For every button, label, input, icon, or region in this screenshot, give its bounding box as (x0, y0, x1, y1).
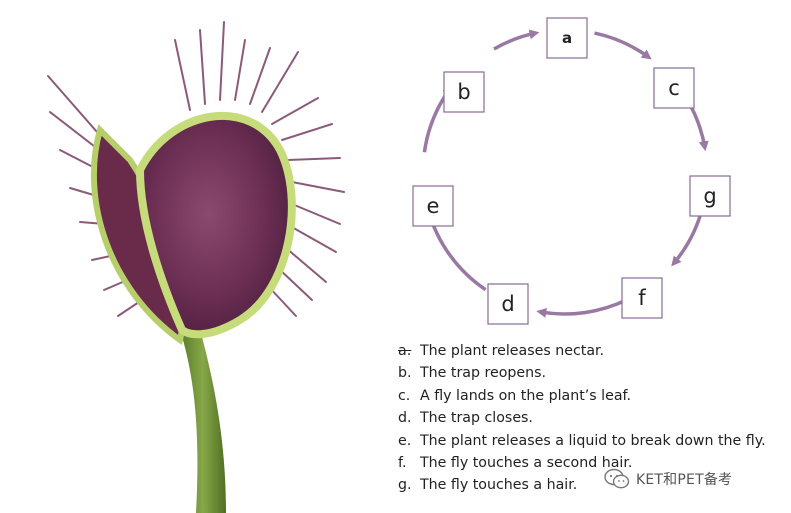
cycle-nodes: a c g f d e b (412, 17, 731, 325)
step-item: a. The plant releases nectar. (398, 340, 766, 362)
node-box (621, 277, 663, 319)
node-box (412, 185, 454, 227)
step-list: a. The plant releases nectar. b. The trap r… (398, 340, 766, 497)
cycle-node-f: f (621, 277, 663, 319)
step-letter: a. (398, 343, 412, 359)
step-item: c. A fly lands on the plant’s leaf. (398, 385, 766, 407)
wechat-icon (604, 468, 630, 489)
venus-flytrap-image (47, 21, 345, 513)
node-box (653, 67, 695, 109)
plant-stem (180, 322, 226, 513)
step-text: The trap closes. (420, 410, 533, 427)
cycle-arrow (594, 31, 652, 60)
watermark: KET和PET备考 (604, 466, 732, 492)
step-letter: b. (398, 365, 412, 382)
step-text: The fly touches a second hair. (420, 455, 633, 472)
cycle-node-d: d (487, 283, 529, 325)
node-box (487, 283, 529, 325)
plant-front-lobe (135, 112, 296, 339)
cycle-node-c: c (653, 67, 695, 109)
node-box (443, 71, 485, 113)
step-item: f. The fly touches a second hair. (398, 452, 766, 474)
node-box (689, 175, 731, 217)
step-letter: c. (398, 387, 411, 404)
step-item: b. The trap reopens. (398, 362, 766, 384)
cycle-arrow (493, 29, 540, 51)
cycle-arrow (536, 298, 628, 318)
node-label: a (562, 29, 572, 47)
step-text: A fly lands on the plant’s leaf. (420, 387, 632, 404)
node-label: d (501, 292, 514, 316)
step-text: The trap reopens. (420, 365, 547, 382)
node-label: e (427, 194, 440, 218)
watermark-text: KET和PET备考 (636, 472, 733, 488)
step-letter: f. (398, 455, 407, 472)
step-letter: e. (398, 432, 412, 449)
cycle-node-b: b (443, 71, 485, 113)
node-box (546, 17, 588, 59)
step-item: g. The fly touches a hair. (398, 474, 766, 496)
step-letter: d. (398, 410, 412, 427)
node-label: g (703, 184, 716, 208)
node-label: b (457, 80, 470, 104)
step-text: The plant releases a liquid to break dow… (420, 432, 766, 449)
node-label: c (668, 76, 680, 100)
step-letter: g. (398, 477, 412, 494)
cycle-node-a: a (546, 17, 588, 59)
cycle-node-g: g (689, 175, 731, 217)
step-text: The fly touches a hair. (420, 477, 578, 494)
step-item: d. The trap closes. (398, 407, 766, 429)
step-item: e. The plant releases a liquid to break d… (398, 430, 766, 452)
cycle-node-e: e (412, 185, 454, 227)
node-label: f (638, 286, 646, 310)
step-text: The plant releases nectar. (420, 343, 605, 359)
plant-cilia (47, 21, 345, 317)
cycle-diagram: a c g f d e b (412, 17, 731, 325)
